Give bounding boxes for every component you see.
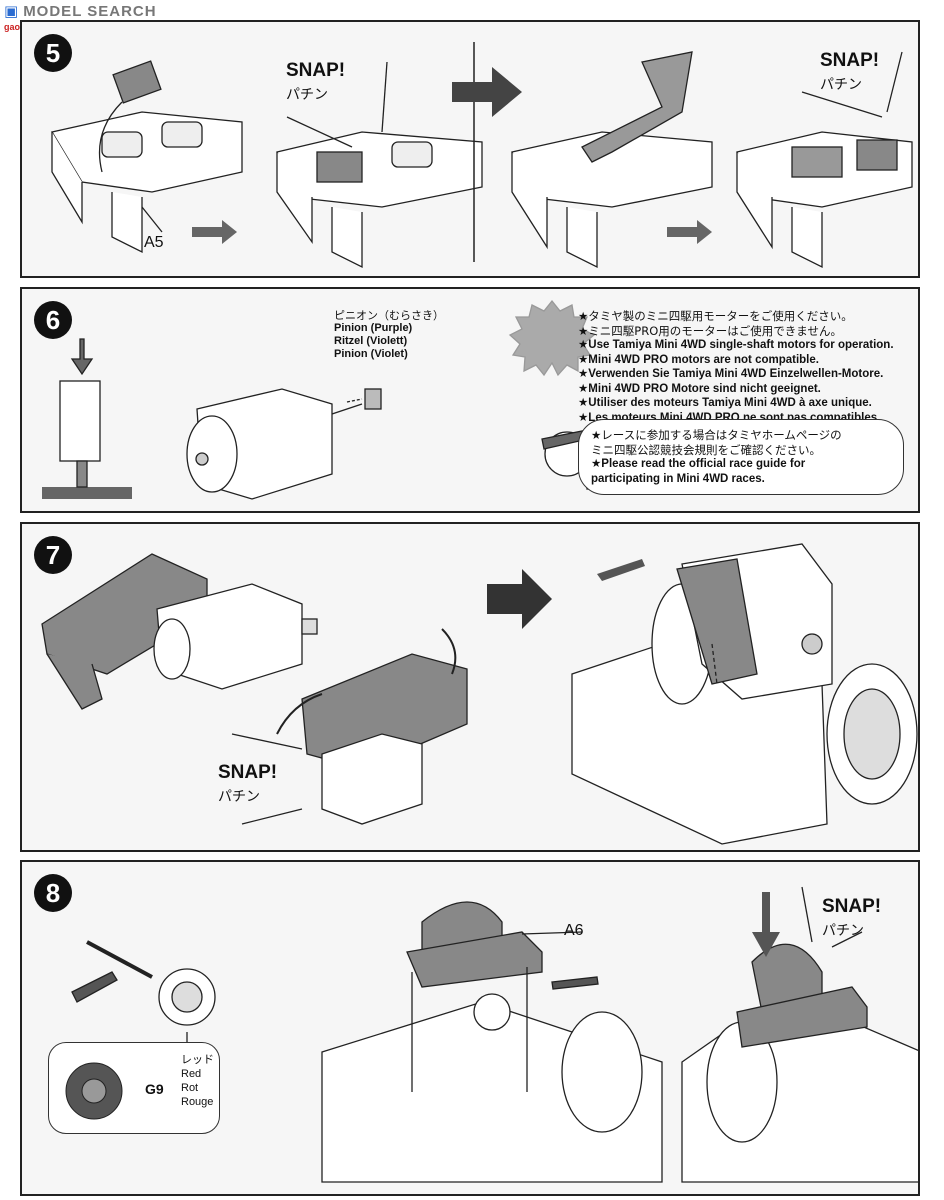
step-number: 8 (34, 874, 72, 912)
step-8-illustration (71, 886, 918, 1183)
snap-jp: パチン (822, 923, 864, 939)
gear-color-label: レッド Red Rot Rouge (181, 1053, 214, 1109)
gear-color-en: Red (181, 1068, 202, 1080)
snap-jp: パチン (286, 87, 328, 103)
gear-legend-box: G9 レッド Red Rot Rouge (48, 1042, 220, 1134)
gear-color-fr: Rouge (181, 1096, 214, 1108)
gear-color-de: Rot (181, 1082, 199, 1094)
snap-en: SNAP! (820, 50, 880, 71)
note-item: ★Mini 4WD PRO motors are not compatible. (578, 353, 819, 366)
step-5-panel: 5 (20, 20, 920, 278)
big-arrow-icon (452, 67, 522, 117)
watermark: ▣MODEL SEARCH gao.hobby.com (4, 2, 157, 32)
gear-color-jp: レッド (181, 1053, 214, 1066)
big-arrow-icon (487, 569, 552, 629)
snap-label-2: SNAP! パチン (820, 50, 879, 96)
note-item: ★タミヤ製のミニ四駆用モーターをご使用ください。 (578, 309, 853, 323)
snap-en: SNAP! (286, 60, 346, 81)
motor-notes-list: ★タミヤ製のミニ四駆用モーターをご使用ください。 ★ミニ四駆PRO用のモーターは… (578, 309, 894, 425)
part-label-a5: A5 (144, 234, 164, 251)
race-note-jp-1: ★レースに参加する場合はタミヤホームページの (591, 428, 842, 442)
race-note-en-1: ★Please read the official race guide for (591, 458, 806, 470)
press-arrow-icon (752, 892, 780, 957)
snap-label: SNAP! パチン (822, 896, 881, 942)
step-5-illustration (50, 42, 913, 269)
site-logo-icon: ▣ (4, 3, 20, 20)
note-item: ★Mini 4WD PRO Motore sind nicht geeignet… (578, 382, 821, 395)
pinion-de: Ritzel (Violett) (334, 335, 408, 347)
step-7-illustration (41, 543, 918, 845)
note-item: ★Verwenden Sie Tamiya Mini 4WD Einzelwel… (578, 368, 884, 380)
note-item: ★Utiliser des moteurs Tamiya Mini 4WD à … (578, 397, 872, 409)
step-number: 5 (34, 34, 72, 72)
snap-en: SNAP! (822, 896, 882, 917)
pinion-label: ピニオン（むらさき） Pinion (Purple) Ritzel (Viole… (334, 309, 444, 361)
snap-label: SNAP! パチン (218, 762, 277, 808)
note-item: ★ミニ四駆PRO用のモーターはご使用できません。 (578, 323, 842, 338)
arrow-right-icon (192, 220, 237, 244)
race-note-jp-2: ミニ四駆公認競技会規則をご確認ください。 (591, 442, 821, 457)
step-6-panel: 6 ピニオン（むらさき） Pinion (Purple) Ritzel (20, 287, 920, 513)
step-7-panel: 7 SNAP! パチン (20, 522, 920, 852)
glue-tube-icon (597, 559, 645, 581)
pinion-jp: ピニオン（むらさき） (334, 309, 444, 322)
gear-icon (65, 1062, 123, 1120)
part-label-a6: A6 (564, 922, 584, 939)
note-item: ★Use Tamiya Mini 4WD single-shaft motors… (578, 339, 894, 351)
step-8-panel: 8 A6 SNAP (20, 860, 920, 1196)
snap-en: SNAP! (218, 762, 278, 783)
grease-tube-icon (71, 971, 118, 1003)
pinion-fr: Pinion (Violet) (334, 348, 408, 360)
watermark-site: MODEL SEARCH (23, 3, 157, 20)
snap-jp: パチン (218, 789, 260, 805)
race-note-en-2: participating in Mini 4WD races. (591, 472, 765, 485)
step-number: 6 (34, 301, 72, 339)
race-note-bubble: ★レースに参加する場合はタミヤホームページの ミニ四駆公認競技会規則をご確認くだ… (578, 419, 904, 495)
gear-id: G9 (145, 1081, 164, 1097)
snap-label-1: SNAP! パチン (286, 60, 345, 106)
pinion-en: Pinion (Purple) (334, 322, 413, 334)
step-number: 7 (34, 536, 72, 574)
snap-jp: パチン (820, 77, 862, 93)
